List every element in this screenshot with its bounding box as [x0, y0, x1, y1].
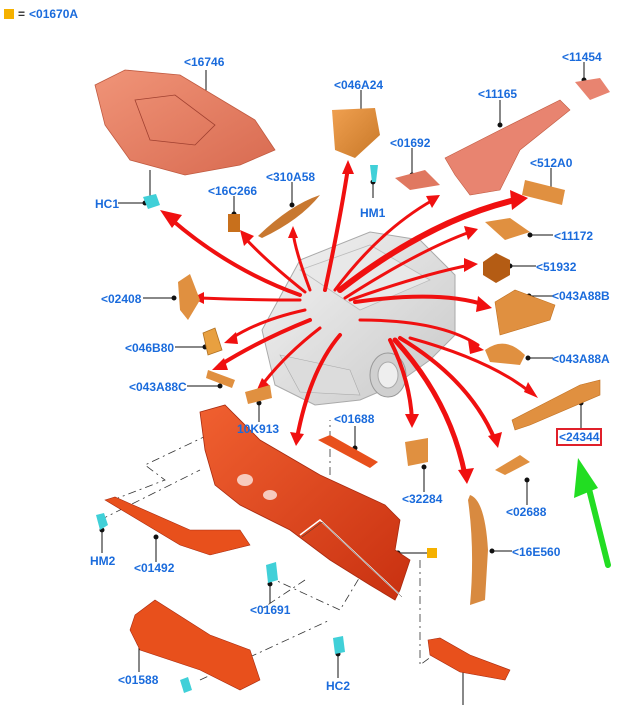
arrow	[198, 296, 302, 302]
legend-equals: =	[18, 7, 26, 21]
label-01688[interactable]: <01688	[334, 412, 375, 426]
arrows-group	[170, 166, 532, 478]
label-11165[interactable]: <11165	[478, 87, 518, 101]
part-310a58[interactable]	[258, 195, 320, 238]
part-01688[interactable]	[318, 435, 378, 468]
part-01670a-dash-panel[interactable]	[199, 404, 411, 601]
leader-lines	[99, 62, 587, 705]
part-hc2-clip[interactable]	[333, 636, 345, 654]
arrow	[398, 336, 497, 442]
legend: = <01670A	[4, 7, 78, 21]
part-01588-clip[interactable]	[180, 677, 192, 693]
part-01492[interactable]	[104, 496, 251, 556]
part-hm1-clip[interactable]	[370, 165, 378, 182]
arrowheads-group	[160, 160, 538, 484]
arrow	[388, 338, 414, 422]
label-02408[interactable]: <02408	[101, 292, 142, 306]
part-02688[interactable]	[495, 455, 530, 475]
part-16746-cover[interactable]	[94, 69, 276, 176]
label-046b80[interactable]: <046B80	[125, 341, 175, 355]
label-16746[interactable]: <16746	[184, 55, 225, 69]
label-16e560[interactable]: <16E560	[512, 545, 561, 559]
label-043a88a[interactable]: <043A88A	[552, 352, 610, 366]
label-51932[interactable]: <51932	[536, 260, 577, 274]
part-11165[interactable]	[444, 99, 571, 196]
part-51932[interactable]	[483, 253, 510, 283]
part-512a0[interactable]	[522, 180, 565, 205]
arrow	[348, 263, 472, 302]
arrow	[392, 337, 468, 478]
label-11454[interactable]: <11454	[562, 50, 602, 64]
arrow	[343, 230, 472, 300]
label-512a0[interactable]: <512A0	[530, 156, 573, 170]
arrow	[218, 318, 312, 367]
part-043a88a[interactable]	[485, 343, 525, 365]
part-hc1-clip[interactable]	[143, 194, 160, 209]
part-043a88c[interactable]	[206, 370, 235, 388]
part-hm2-clip[interactable]	[96, 513, 108, 530]
part-01692[interactable]	[395, 170, 440, 190]
label-11172[interactable]: <11172	[554, 229, 594, 243]
green-pointer-arrow	[574, 458, 611, 568]
arrow	[243, 236, 307, 294]
part-24344[interactable]	[511, 379, 601, 431]
arrow	[408, 336, 532, 394]
arrow	[358, 318, 480, 347]
arrow	[230, 308, 307, 340]
legend-swatch-icon	[4, 9, 14, 19]
label-043a88b[interactable]: <043A88B	[552, 289, 610, 303]
label-hc2[interactable]: HC2	[326, 679, 351, 693]
arrow	[170, 218, 302, 297]
label-hc1[interactable]: HC1	[95, 197, 120, 211]
part-16e560[interactable]	[468, 495, 488, 605]
arrow	[353, 294, 487, 307]
part-01588[interactable]	[129, 599, 261, 691]
part-16c266[interactable]	[228, 214, 240, 232]
part-11454[interactable]	[575, 78, 610, 100]
label-043a88c[interactable]: <043A88C	[129, 380, 187, 394]
label-32284[interactable]: <32284	[402, 492, 443, 506]
arrow	[260, 326, 322, 387]
legend-code[interactable]: <01670A	[29, 7, 79, 21]
label-02688[interactable]: <02688	[506, 505, 547, 519]
label-01691[interactable]: <01691	[250, 603, 291, 617]
part-02408[interactable]	[178, 274, 200, 320]
arrow	[333, 198, 435, 292]
label-01692[interactable]: <01692	[390, 136, 431, 150]
label-16c266[interactable]: <16C266	[208, 184, 258, 198]
label-hm1[interactable]: HM1	[360, 206, 386, 220]
part-lower-bracket[interactable]	[427, 637, 511, 681]
arrow	[295, 333, 342, 440]
label-310a58[interactable]: <310A58	[266, 170, 316, 184]
arrow	[323, 166, 350, 292]
label-046a24[interactable]: <046A24	[334, 78, 384, 92]
part-046b80[interactable]	[202, 327, 223, 356]
part-046a24[interactable]	[332, 108, 380, 158]
label-hm2[interactable]: HM2	[90, 554, 116, 568]
part-11172[interactable]	[485, 218, 530, 240]
arrow	[337, 197, 518, 293]
part-32284[interactable]	[405, 438, 428, 466]
label-01492[interactable]: <01492	[134, 561, 175, 575]
part-01670a-marker	[427, 548, 437, 558]
label-10k913[interactable]: 10K913	[237, 422, 280, 436]
label-24344-highlighted[interactable]: <24344	[555, 428, 603, 446]
part-01691-clip[interactable]	[266, 562, 278, 583]
part-10k913[interactable]	[245, 385, 272, 404]
label-01588[interactable]: <01588	[118, 673, 159, 687]
part-043a88b[interactable]	[494, 289, 556, 336]
